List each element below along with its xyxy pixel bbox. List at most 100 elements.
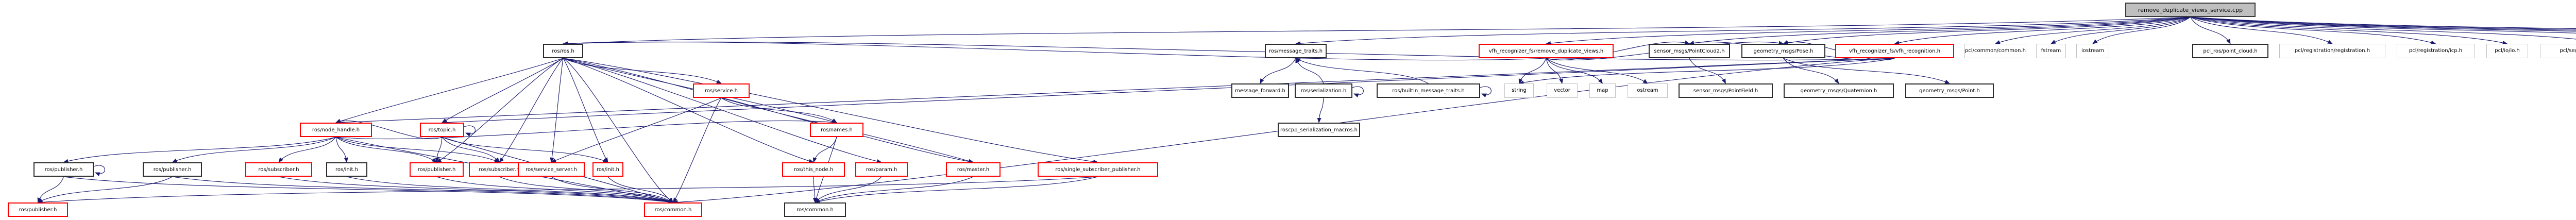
graph-node-map[interactable]: map — [1589, 83, 1616, 98]
graph-node-master[interactable]: ros/master.h — [946, 162, 1001, 177]
graph-node-ostream[interactable]: ostream — [1628, 83, 1668, 98]
graph-edge-ssp-common2 — [815, 176, 1098, 204]
graph-edge-root-msgtraits — [1295, 16, 2191, 46]
graph-edge-topic-sub2 — [442, 137, 500, 163]
graph-edge-rdv-vector — [1546, 58, 1563, 84]
graph-edge-msgtraits-msgfwd — [1260, 58, 1296, 84]
graph-node-pub4[interactable]: ros/publisher.h — [8, 202, 68, 217]
graph-edge-rdv-map — [1546, 58, 1603, 84]
graph-selfloop-ser — [1352, 86, 1364, 98]
graph-edge-rosh-pub3 — [436, 58, 564, 163]
graph-node-common2[interactable]: ros/common.h — [784, 202, 846, 217]
graph-node-iostream[interactable]: iostream — [2076, 44, 2109, 58]
graph-node-macros[interactable]: roscpp_serialization_macros.h — [1278, 123, 1360, 137]
graph-edge-root-pose — [1783, 16, 2191, 45]
graph-edge-pose-point — [1783, 58, 1950, 84]
graph-edge-rosh-common1 — [563, 58, 674, 203]
graph-node-pclros[interactable]: pcl_ros/point_cloud.h — [2192, 44, 2268, 58]
graph-node-service[interactable]: ros/service.h — [693, 83, 750, 98]
graph-edge-nh-pub3 — [335, 137, 437, 163]
graph-node-vector[interactable]: vector — [1547, 83, 1578, 98]
graph-node-point[interactable]: geometry_msgs/Point.h — [1905, 83, 1994, 98]
graph-node-param[interactable]: ros/param.h — [855, 162, 908, 177]
graph-node-fstream[interactable]: fstream — [2036, 44, 2066, 58]
graph-edge-ser-msgtraits — [1295, 58, 1324, 84]
graph-node-pfield[interactable]: sensor_msgs/PointField.h — [1679, 83, 1773, 98]
graph-node-sub1[interactable]: ros/subscriber.h — [245, 162, 312, 177]
graph-edge-vfhrec-topic — [442, 58, 1895, 125]
graph-edge-rosh-sub2 — [499, 58, 564, 163]
graph-node-msgfwd[interactable]: message_forward.h — [1231, 83, 1289, 98]
graph-selfloop-topic — [464, 125, 476, 137]
graph-node-names[interactable]: ros/names.h — [810, 123, 863, 137]
graph-edge-root-iostream — [2092, 16, 2191, 44]
graph-edge-sub2-common1 — [499, 176, 674, 203]
graph-node-rdv[interactable]: vfh_recognizer_fs/remove_duplicate_views… — [1479, 44, 1614, 58]
graph-node-nh[interactable]: ros/node_handle.h — [300, 123, 372, 137]
graph-node-pub1[interactable]: ros/publisher.h — [33, 162, 94, 177]
graph-edge-sub1-common1 — [278, 176, 674, 204]
graph-edge-pub2-pub4 — [37, 176, 173, 203]
graph-edge-root-pc2 — [1689, 16, 2191, 45]
graph-edge-service-ss — [551, 97, 722, 163]
graph-node-reg[interactable]: pcl/registration/registration.h — [2279, 44, 2385, 58]
graph-node-init2[interactable]: ros/init.h — [592, 162, 623, 177]
graph-node-thisnode[interactable]: ros/this_node.h — [782, 162, 845, 177]
graph-node-quat[interactable]: geometry_msgs/Quaternion.h — [1784, 83, 1894, 98]
graph-edge-rdv-string — [1518, 58, 1547, 84]
graph-edge-pub1-pub4 — [37, 176, 64, 203]
graph-node-builtin[interactable]: ros/builtin_message_traits.h — [1377, 83, 1480, 98]
graph-node-root[interactable]: remove_duplicate_views_service.cpp — [2125, 3, 2256, 17]
graph-edge-rosh-thisnode — [563, 58, 814, 163]
graph-edge-rosh-init2 — [563, 58, 608, 163]
graph-edge-root-rdv — [1546, 16, 2191, 45]
graph-node-segdiff[interactable]: pcl/segmentation/segment_differences.h — [2540, 44, 2576, 58]
graph-node-ser[interactable]: ros/serialization.h — [1295, 83, 1352, 98]
graph-edge-rdv-ostream — [1546, 58, 1648, 84]
graph-node-pclcommon[interactable]: pcl/common/common.h — [1964, 44, 2026, 58]
graph-edge-root-pclcommon — [1995, 16, 2191, 44]
graph-node-topic[interactable]: ros/topic.h — [420, 123, 464, 137]
graph-edge-service-common1 — [672, 97, 722, 203]
graph-edge-root-path — [2190, 16, 2576, 32]
graph-edge-pc2-pfield — [1689, 58, 1726, 84]
graph-node-pc2[interactable]: sensor_msgs/PointCloud2.h — [1649, 44, 1730, 58]
graph-edge-root-pclros — [2190, 16, 2231, 44]
graph-node-icp[interactable]: pcl/registration/icp.h — [2397, 44, 2475, 58]
graph-node-common1[interactable]: ros/common.h — [644, 202, 702, 217]
graph-edge-rosh-param — [563, 58, 882, 163]
graph-node-ss[interactable]: ros/service_server.h — [518, 162, 585, 177]
graph-edge-param-common2 — [815, 176, 882, 203]
graph-node-pub2[interactable]: ros/publisher.h — [143, 162, 202, 177]
graph-selfloop-builtin — [1480, 86, 1492, 98]
graph-node-pose[interactable]: geometry_msgs/Pose.h — [1741, 44, 1825, 58]
graph-node-io[interactable]: pcl/io/io.h — [2486, 44, 2528, 58]
graph-edge-init1-common1 — [346, 176, 674, 204]
graph-edge-nh-sub1 — [278, 137, 336, 163]
graph-node-pub3[interactable]: ros/publisher.h — [410, 162, 464, 177]
graph-edge-root-io — [2190, 16, 2508, 45]
graph-edge-root-vfhrec — [1894, 16, 2191, 45]
graph-edge-pub1-common1 — [63, 176, 674, 204]
graph-node-string[interactable]: string — [1504, 83, 1534, 98]
graph-node-init1[interactable]: ros/init.h — [326, 162, 367, 177]
graph-edge-pose-quat — [1783, 58, 1839, 84]
graph-node-msgtraits[interactable]: ros/message_traits.h — [1265, 44, 1327, 58]
graph-edge-root-replace — [2190, 16, 2576, 30]
graph-node-vfhrec[interactable]: vfh_recognizer_fs/vfh_recognition.h — [1835, 44, 1954, 58]
graph-edge-rosh-ssp — [563, 58, 1098, 164]
graph-edge-init2-common1 — [607, 176, 674, 203]
graph-edge-service-names — [721, 97, 837, 123]
graph-edge-root-fstream — [2050, 16, 2191, 44]
graph-edge-names-thisnode — [812, 137, 837, 163]
graph-edge-root-lex — [2190, 16, 2576, 31]
graph-edge-nh-sub2 — [335, 137, 500, 163]
graph-node-ssp[interactable]: ros/single_subscriber_publisher.h — [1038, 162, 1158, 177]
graph-edge-nh-pub1 — [63, 137, 336, 163]
graph-edge-master-common2 — [815, 176, 974, 203]
graph-edge-root-rosh — [563, 16, 2191, 46]
graph-edge-nh-init1 — [335, 137, 348, 163]
graph-node-rosh[interactable]: ros/ros.h — [543, 44, 583, 58]
